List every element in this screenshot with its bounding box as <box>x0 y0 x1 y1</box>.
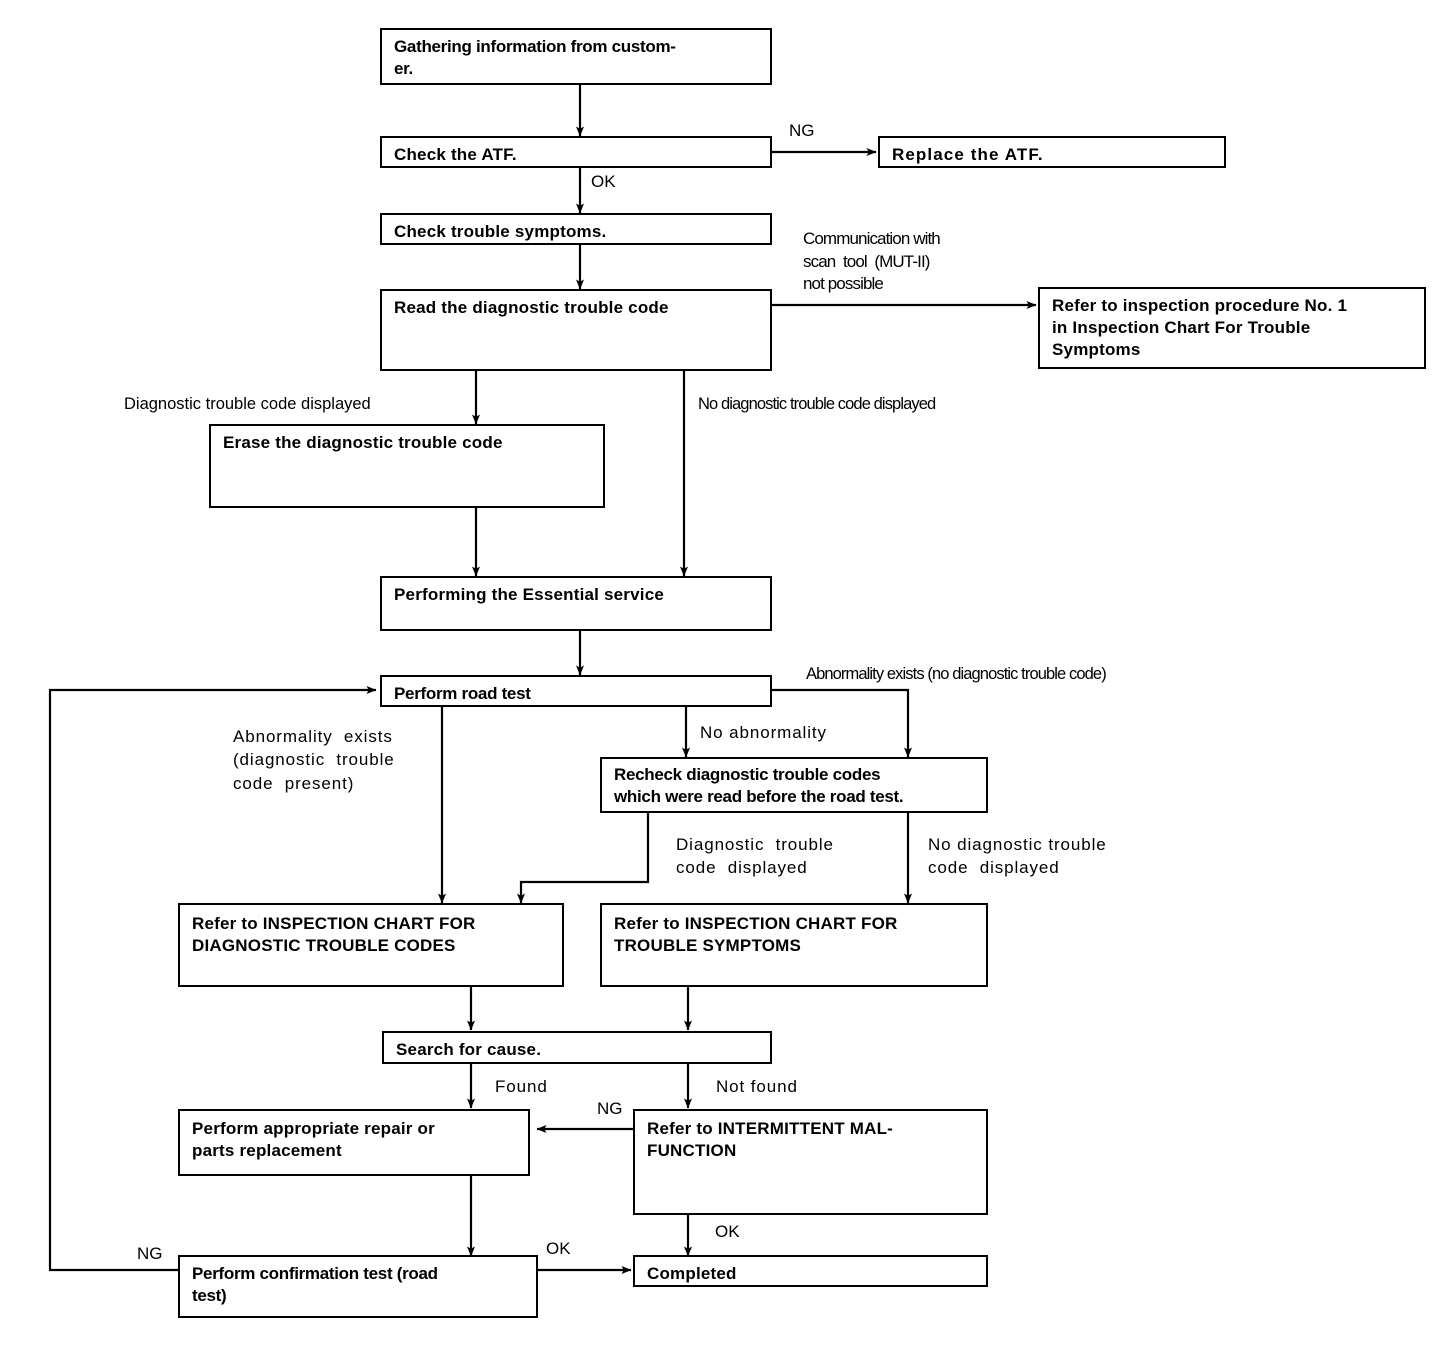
edge-label-not-found: Not found <box>716 1077 798 1096</box>
node-read-diagnostic-trouble-code[interactable]: Read the diagnostic trouble code <box>380 289 772 371</box>
edge-label-recheck-dtc-displayed: Diagnostic trouble code displayed <box>676 835 834 878</box>
node-perform-repair-or-replacement[interactable]: Perform appropriate repair or parts repl… <box>178 1109 530 1176</box>
node-label: Performing the Essential service <box>394 585 665 604</box>
node-label: Check trouble symptoms. <box>394 222 607 241</box>
node-erase-diagnostic-trouble-code[interactable]: Erase the diagnostic trouble code <box>209 424 605 508</box>
edge-label-abnormality-exists-no-dtc: Abnormality exists (no diagnostic troubl… <box>806 665 1107 683</box>
node-label: Refer to INTERMITTENT MAL- FUNCTION <box>647 1119 894 1160</box>
node-label: Completed <box>647 1264 737 1283</box>
edge-label-recheck-no-dtc-displayed: No diagnostic trouble code displayed <box>928 835 1107 878</box>
node-label: Check the ATF. <box>394 145 517 164</box>
edge-label-dtc-displayed: Diagnostic trouble code displayed <box>124 395 371 413</box>
node-refer-inspection-procedure-1[interactable]: Refer to inspection procedure No. 1 in I… <box>1038 287 1426 369</box>
node-label: Gathering information from custom- er. <box>394 37 676 78</box>
edge-label-ok-intermittent: OK <box>715 1222 740 1241</box>
edge-label-ng-intermittent: NG <box>597 1099 623 1118</box>
node-check-atf[interactable]: Check the ATF. <box>380 136 772 168</box>
node-search-for-cause[interactable]: Search for cause. <box>382 1031 772 1064</box>
node-check-trouble-symptoms[interactable]: Check trouble symptoms. <box>380 213 772 245</box>
edge-label-no-dtc-displayed: No diagnostic trouble code displayed <box>698 395 936 413</box>
node-label: Recheck diagnostic trouble codes which w… <box>614 765 904 806</box>
node-label: Search for cause. <box>396 1040 542 1059</box>
edge-label-no-abnormality: No abnormality <box>700 723 827 742</box>
node-performing-essential-service[interactable]: Performing the Essential service <box>380 576 772 631</box>
node-label: Perform road test <box>394 684 531 703</box>
edge-label-found: Found <box>495 1077 548 1096</box>
node-refer-chart-diagnostic-trouble-codes[interactable]: Refer to INSPECTION CHART FOR DIAGNOSTIC… <box>178 903 564 987</box>
edge-label-ng-atf: NG <box>789 121 815 140</box>
node-label: Perform confirmation test (road test) <box>192 1264 438 1305</box>
node-perform-confirmation-test[interactable]: Perform confirmation test (road test) <box>178 1255 538 1318</box>
edge-label-communication-not-possible: Communication with scan tool (MUT-II) no… <box>803 229 941 294</box>
edge-label-ng-confirm: NG <box>137 1244 163 1263</box>
node-label: Refer to inspection procedure No. 1 in I… <box>1052 296 1348 359</box>
node-refer-chart-trouble-symptoms[interactable]: Refer to INSPECTION CHART FOR TROUBLE SY… <box>600 903 988 987</box>
node-label: Erase the diagnostic trouble code <box>223 433 503 452</box>
node-perform-road-test[interactable]: Perform road test <box>380 675 772 707</box>
node-refer-intermittent-malfunction[interactable]: Refer to INTERMITTENT MAL- FUNCTION <box>633 1109 988 1215</box>
node-completed[interactable]: Completed <box>633 1255 988 1287</box>
node-label: Perform appropriate repair or parts repl… <box>192 1119 435 1160</box>
edge-label-abnormality-exists-dtc-present: Abnormality exists (diagnostic trouble c… <box>233 727 395 793</box>
node-recheck-diagnostic-trouble-codes[interactable]: Recheck diagnostic trouble codes which w… <box>600 757 988 813</box>
node-label: Refer to INSPECTION CHART FOR TROUBLE SY… <box>614 914 898 955</box>
edge-label-ok-confirm: OK <box>546 1239 571 1258</box>
node-label: Read the diagnostic trouble code <box>394 298 669 317</box>
edge-label-ok-atf: OK <box>591 172 616 191</box>
node-replace-atf[interactable]: Replace the ATF. <box>878 136 1226 168</box>
node-gathering-information[interactable]: Gathering information from custom- er. <box>380 28 772 85</box>
node-label: Refer to INSPECTION CHART FOR DIAGNOSTIC… <box>192 914 476 955</box>
node-label: Replace the ATF. <box>892 145 1044 164</box>
